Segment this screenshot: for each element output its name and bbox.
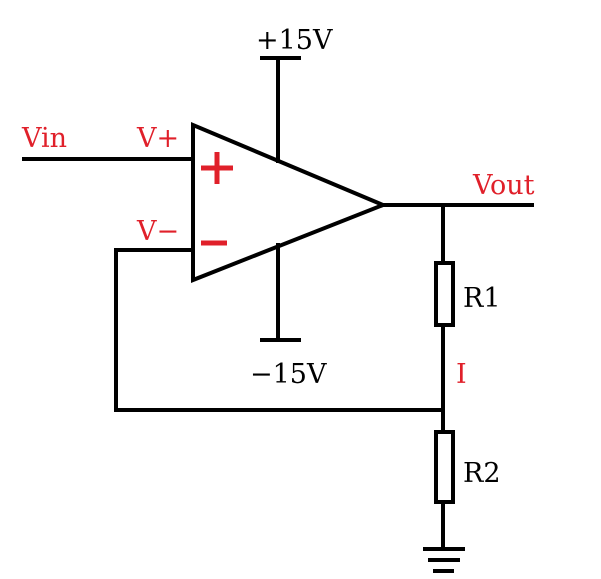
neg-supply-label: −15V bbox=[250, 359, 327, 390]
vin-label: Vin bbox=[21, 123, 67, 154]
op-amp-body bbox=[191, 121, 389, 283]
vout-label: Vout bbox=[472, 170, 535, 201]
ground-icon bbox=[423, 547, 465, 573]
r2-label: R2 bbox=[463, 458, 501, 489]
r2-resistor bbox=[434, 430, 455, 504]
v-plus-label: V+ bbox=[136, 123, 179, 154]
current-label: I bbox=[456, 359, 467, 390]
feedback-wire bbox=[114, 248, 443, 412]
r1-label: R1 bbox=[463, 283, 501, 314]
pos-supply-label: +15V bbox=[256, 25, 333, 56]
plus-icon bbox=[201, 152, 233, 184]
v-minus-label: V− bbox=[136, 216, 179, 247]
r1-resistor bbox=[434, 261, 455, 327]
